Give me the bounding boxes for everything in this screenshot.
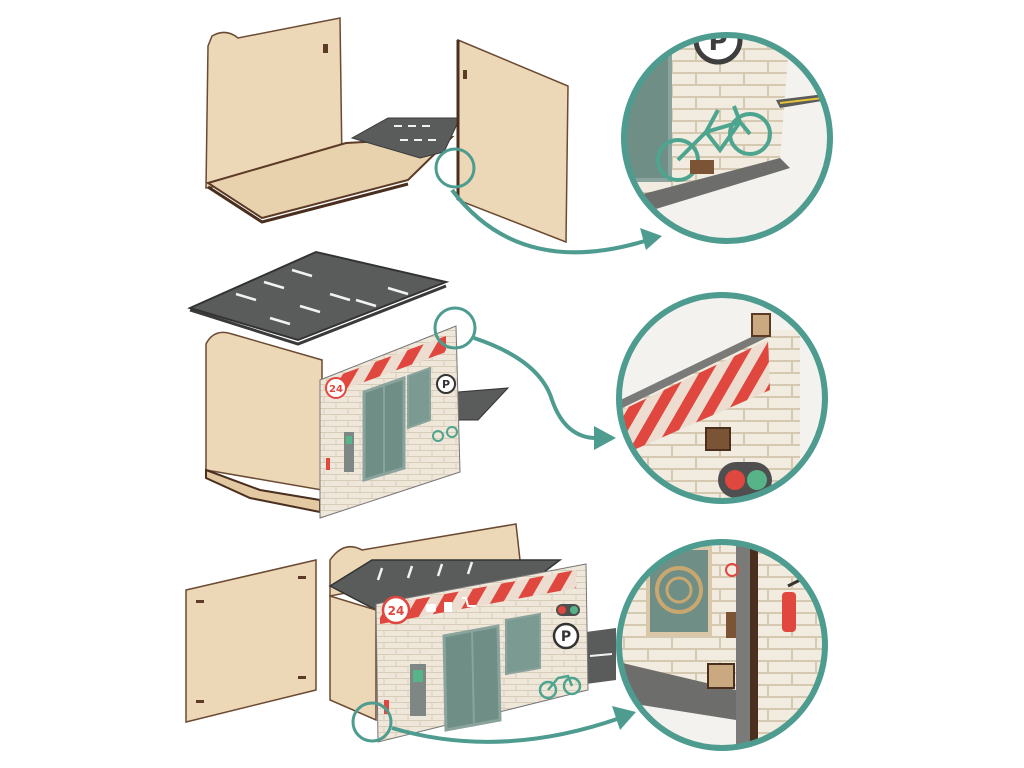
step-2-badge-text: 24: [329, 384, 343, 395]
bicycle-icon-3: [538, 674, 582, 700]
car-icon: [426, 604, 436, 612]
parking-sign-icon-3: [552, 622, 580, 650]
shopping-cart-icon: [462, 597, 476, 607]
traffic-light-icon-3: [556, 604, 580, 616]
loose-side-panel: [185, 559, 317, 723]
charging-station-icon: [344, 432, 354, 472]
roof-tab-detail: [616, 292, 828, 504]
step-2-badge: [325, 377, 347, 399]
step-3-assembly: 24 P: [185, 523, 636, 744]
road-strip: [350, 117, 461, 159]
step-2-assembly: 24 P: [187, 250, 616, 519]
floor-panel: [205, 135, 455, 220]
step-2-callout-ring: [433, 306, 477, 350]
side-wall-panel: [457, 38, 569, 244]
back-wall-panel-2: [205, 331, 323, 491]
corner-tab-detail: [616, 539, 828, 751]
step-3-arrow-icon: [391, 716, 621, 744]
fire-extinguisher-icon-detail: [782, 578, 801, 632]
step-2-parking-letter: P: [442, 378, 450, 391]
step-3-parking-letter: P: [561, 629, 571, 645]
roof-panel: [187, 250, 450, 342]
step-3-callout-ring: [351, 701, 393, 743]
step-3-badge: [381, 595, 411, 625]
back-wall-panel: [205, 17, 343, 189]
traffic-light-icon: [718, 462, 772, 498]
detail-parking-letter: P: [708, 27, 727, 57]
fire-extinguisher-icon-3: [384, 700, 389, 714]
step-1-callout-ring: [434, 147, 476, 189]
fire-extinguisher-icon: [326, 458, 330, 470]
bicycle-clip-detail: P: [621, 27, 833, 244]
fuel-icon: [444, 602, 452, 612]
step-1-arrow-icon: [450, 188, 649, 255]
step-2-arrow-icon: [473, 336, 601, 441]
step-3-badge-text: 24: [388, 604, 405, 618]
parking-sign-icon: [436, 374, 456, 394]
step-1-assembly: [205, 17, 662, 255]
